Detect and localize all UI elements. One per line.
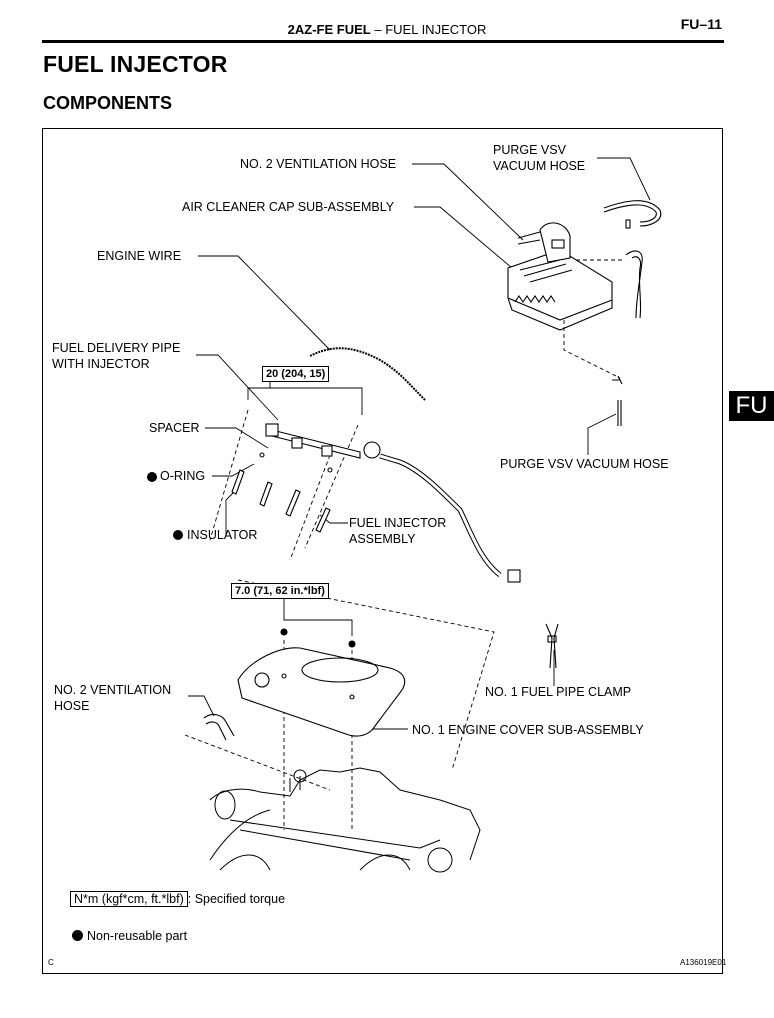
label-engine-cover: NO. 1 ENGINE COVER SUB-ASSEMBLY [412,723,644,737]
engine-drawing [209,767,481,873]
label-fuel-delivery-pipe-1: FUEL DELIVERY PIPE [52,341,181,355]
leader-spacer [205,427,269,449]
section-tab-fu: FU [729,391,774,421]
leader-purge-vsv-top [597,157,651,201]
leader-no2-ventilation-hose-bottom [188,695,215,717]
label-fuel-injector-2: ASSEMBLY [349,532,416,546]
header-separator: – [370,22,386,37]
leader-lines [188,157,651,730]
leader-torque-20 [247,380,271,400]
legend-non-reusable-text: Non-reusable part [87,929,188,943]
purge-vsv-vacuum-hose-right-drawing [612,375,623,426]
torque-delivery-pipe-bolt: 20 (204, 15) [262,366,330,382]
leader-torque-7 [283,598,353,636]
corner-letter: C [48,958,54,967]
header-rule [42,40,724,43]
leader-insulator [225,489,237,535]
label-air-cleaner-cap: AIR CLEANER CAP SUB-ASSEMBLY [182,200,395,214]
bullet-icon [72,930,83,941]
air-cleaner-cap-drawing [507,222,613,331]
label-fuel-pipe-clamp: NO. 1 FUEL PIPE CLAMP [485,685,632,699]
label-fuel-delivery-pipe-2: WITH INJECTOR [52,357,150,371]
legend-torque-text: : Specified torque [187,892,286,906]
page-title: FUEL INJECTOR [43,51,228,77]
fuel-pipe-clamp-drawing [545,623,559,669]
label-fuel-injector-1: FUEL INJECTOR [349,516,447,530]
leader-engine-wire [198,255,331,351]
leader-torque-20b [270,387,363,415]
label-spacer: SPACER [149,421,200,435]
label-insulator: INSULATOR [187,528,258,542]
figure-frame [42,128,723,974]
fuel-delivery-pipe-drawing [265,423,521,583]
ventilation-hose-bottom-drawing [203,713,235,741]
label-no2-ventilation-hose-bottom-1: NO. 2 VENTILATION [54,683,172,697]
page-number: FU–11 [680,16,722,32]
figure-id: A136019E01 [680,958,727,967]
purge-vsv-hose-drawing [603,200,662,319]
legend-torque: N*m (kgf*cm, ft.*lbf): Specified torque [70,890,285,908]
leader-no2-ventilation-hose-top [412,163,524,241]
label-purge-vsv-right: PURGE VSV VACUUM HOSE [500,457,669,471]
injectors-drawing [231,452,333,533]
header-section-title: FUEL INJECTOR [385,22,487,37]
engine-cover-drawing [237,628,406,737]
label-o-ring: O-RING [160,469,206,483]
section-heading: COMPONENTS [43,93,173,113]
label-purge-vsv-top-2: VACUUM HOSE [493,159,586,173]
legend-torque-box: N*m (kgf*cm, ft.*lbf) [70,891,188,907]
leader-o-ring [212,463,255,477]
running-header: 2AZ-FE FUEL – FUEL INJECTOR [0,22,774,37]
legend-non-reusable: Non-reusable part [72,928,187,944]
label-engine-wire: ENGINE WIRE [97,249,182,263]
torque-engine-cover-nut: 7.0 (71, 62 in.*lbf) [231,583,329,599]
header-section: 2AZ-FE FUEL [287,22,371,37]
leader-air-cleaner-cap [414,206,513,269]
engine-wire-drawing [309,347,426,401]
label-no2-ventilation-hose-top: NO. 2 VENTILATION HOSE [240,157,397,171]
non-reusable-dot-insulator [173,530,183,540]
label-purge-vsv-top-1: PURGE VSV [493,143,566,157]
label-no2-ventilation-hose-bottom-2: HOSE [54,699,90,713]
leader-fuel-delivery-pipe [196,354,279,421]
leader-purge-vsv-right [587,413,617,455]
non-reusable-dot-o-ring [147,472,157,482]
